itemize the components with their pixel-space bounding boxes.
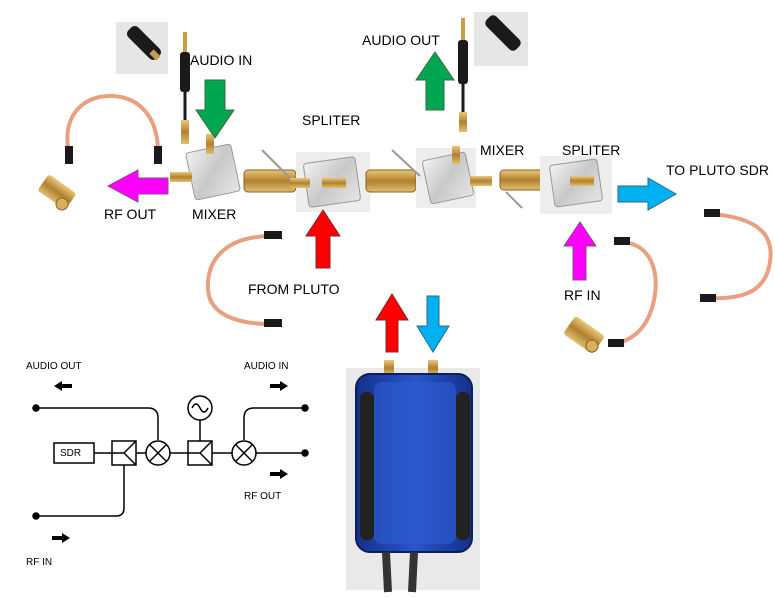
schematic-arrows <box>52 381 288 543</box>
schematic <box>32 395 309 520</box>
audio-out-arrow <box>415 51 455 111</box>
mixer-left-photo <box>170 134 241 201</box>
schematic-sdr-label: SDR <box>60 448 82 459</box>
audio-in-arrow <box>195 79 235 139</box>
rf-in-arrow <box>563 221 597 281</box>
audio-in-label: AUDIO IN <box>190 52 253 68</box>
mixer-left-label: MIXER <box>192 206 237 222</box>
splitter-left-photo <box>261 149 370 212</box>
pluto-tx-arrow <box>375 293 409 353</box>
adapter-2 <box>365 169 417 193</box>
rf-in-label: RF IN <box>564 287 601 303</box>
spliter-right-label: SPLITER <box>562 142 621 158</box>
sma-adapter-rf-out <box>38 175 76 211</box>
schematic-audio-out-label: AUDIO OUT <box>26 361 82 372</box>
to-pluto-arrow <box>617 177 678 211</box>
from-pluto-arrow <box>305 209 341 269</box>
rf-out-cable <box>65 93 162 164</box>
to-pluto-label: TO PLUTO SDR <box>666 162 769 178</box>
adapter-1 <box>243 169 297 193</box>
audio-jack-photo-right <box>474 12 528 66</box>
rf-in-cable <box>608 237 658 347</box>
from-pluto-cable <box>205 231 282 327</box>
audio-out-label: AUDIO OUT <box>362 32 440 48</box>
pluto-sdr-photo <box>346 360 480 593</box>
audio-plug-cable-left <box>180 32 190 144</box>
rf-out-arrow <box>106 169 169 203</box>
mixer-right-photo <box>391 146 492 208</box>
schematic-audio-in-label: AUDIO IN <box>244 361 289 372</box>
schematic-rf-in-label: RF IN <box>26 557 53 568</box>
to-pluto-cable <box>700 209 773 302</box>
adapter-3 <box>499 169 547 209</box>
rf-out-label: RF OUT <box>104 206 157 222</box>
pluto-rx-arrow <box>416 295 450 353</box>
spliter-left-label: SPLITER <box>302 112 361 128</box>
sma-adapter-rf-in <box>564 316 604 354</box>
from-pluto-label: FROM PLUTO <box>248 281 340 297</box>
mixer-right-label: MIXER <box>480 142 525 158</box>
audio-jack-photo-left <box>116 22 168 74</box>
schematic-rf-out-label: RF OUT <box>244 491 282 502</box>
audio-plug-cable-right <box>458 18 468 132</box>
splitter-right-photo <box>540 156 612 214</box>
